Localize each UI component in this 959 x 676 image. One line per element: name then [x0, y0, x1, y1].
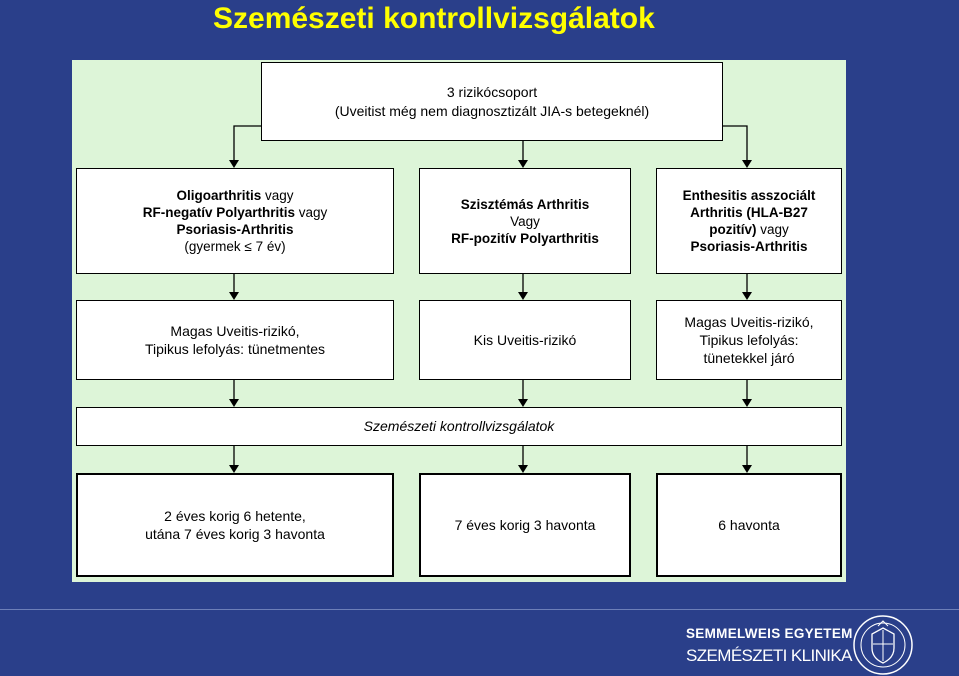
group-box-systemic: Szisztémás Arthritis Vagy RF-pozitív Pol… [419, 168, 631, 274]
clinic-name: SZEMÉSZETI KLINIKA [686, 646, 852, 665]
group1-line4: (gyermek ≤ 7 év) [184, 239, 286, 254]
schedule-box-3: 6 havonta [656, 473, 842, 577]
group3-line2-bold: Arthritis (HLA-B27 [690, 205, 808, 220]
arrow-head [229, 160, 239, 168]
schedule2-line1: 7 éves korig 3 havonta [454, 516, 596, 533]
eye-exam-label: Szemészeti kontrollvizsgálatok [363, 418, 555, 434]
group1-line3-bold: Psoriasis-Arthritis [176, 222, 294, 237]
group1-line2-bold: RF-negatív Polyarthritis [142, 205, 295, 220]
group3-line4-bold: Psoriasis-Arthritis [690, 239, 808, 254]
group1-line1-rest: vagy [261, 188, 294, 203]
schedule1-line1: 2 éves korig 6 hetente, [164, 508, 306, 524]
group3-line3-rest: vagy [756, 222, 789, 237]
university-name: SEMMELWEIS EGYETEM [686, 626, 853, 641]
schedule3-line1: 6 havonta [718, 516, 780, 533]
schedule1-line2: utána 7 éves korig 3 havonta [145, 526, 325, 542]
risk-groups-header-box: 3 rizikócsoport (Uveitist még nem diagno… [261, 62, 723, 141]
risk3-line1: Magas Uveitis-rizikó, [684, 314, 814, 330]
risk3-line3: tünetekkel járó [703, 350, 795, 366]
page-title: Szemészeti kontrollvizsgálatok [213, 2, 655, 35]
footer-divider [0, 609, 959, 610]
group3-line3-bold: pozitív) [709, 222, 757, 237]
risk-box-high-asymptomatic: Magas Uveitis-rizikó, Tipikus lefolyás: … [76, 300, 394, 380]
risk3-line2: Tipikus lefolyás: [699, 332, 799, 348]
risk1-line2: Tipikus lefolyás: tünetmentes [144, 341, 325, 357]
schedule-box-2: 7 éves korig 3 havonta [419, 473, 631, 577]
group2-line1-bold: Szisztémás Arthritis [460, 196, 590, 212]
schedule-box-1: 2 éves korig 6 hetente, utána 7 éves kor… [76, 473, 394, 577]
risk-box-high-symptomatic: Magas Uveitis-rizikó, Tipikus lefolyás: … [656, 300, 842, 380]
risk-box-low: Kis Uveitis-rizikó [419, 300, 631, 380]
group2-line2: Vagy [510, 213, 540, 229]
group1-line2-rest: vagy [295, 205, 328, 220]
header-line2: (Uveitist még nem diagnosztizált JIA-s b… [334, 102, 650, 119]
university-seal-icon [853, 615, 913, 675]
group-box-enthesitis: Enthesitis asszociált Arthritis (HLA-B27… [656, 168, 842, 274]
group-box-oligoarthritis: Oligoarthritis vagy RF-negatív Polyarthr… [76, 168, 394, 274]
risk2-line1: Kis Uveitis-rizikó [473, 331, 577, 348]
group1-line1-bold: Oligoarthritis [176, 188, 262, 203]
eye-exam-box: Szemészeti kontrollvizsgálatok [76, 407, 842, 446]
risk1-line1: Magas Uveitis-rizikó, [170, 323, 300, 339]
header-line1: 3 rizikócsoport [446, 83, 538, 100]
group3-line1-bold: Enthesitis asszociált [682, 188, 816, 203]
group2-line3-bold: RF-pozitív Polyarthritis [451, 230, 599, 246]
